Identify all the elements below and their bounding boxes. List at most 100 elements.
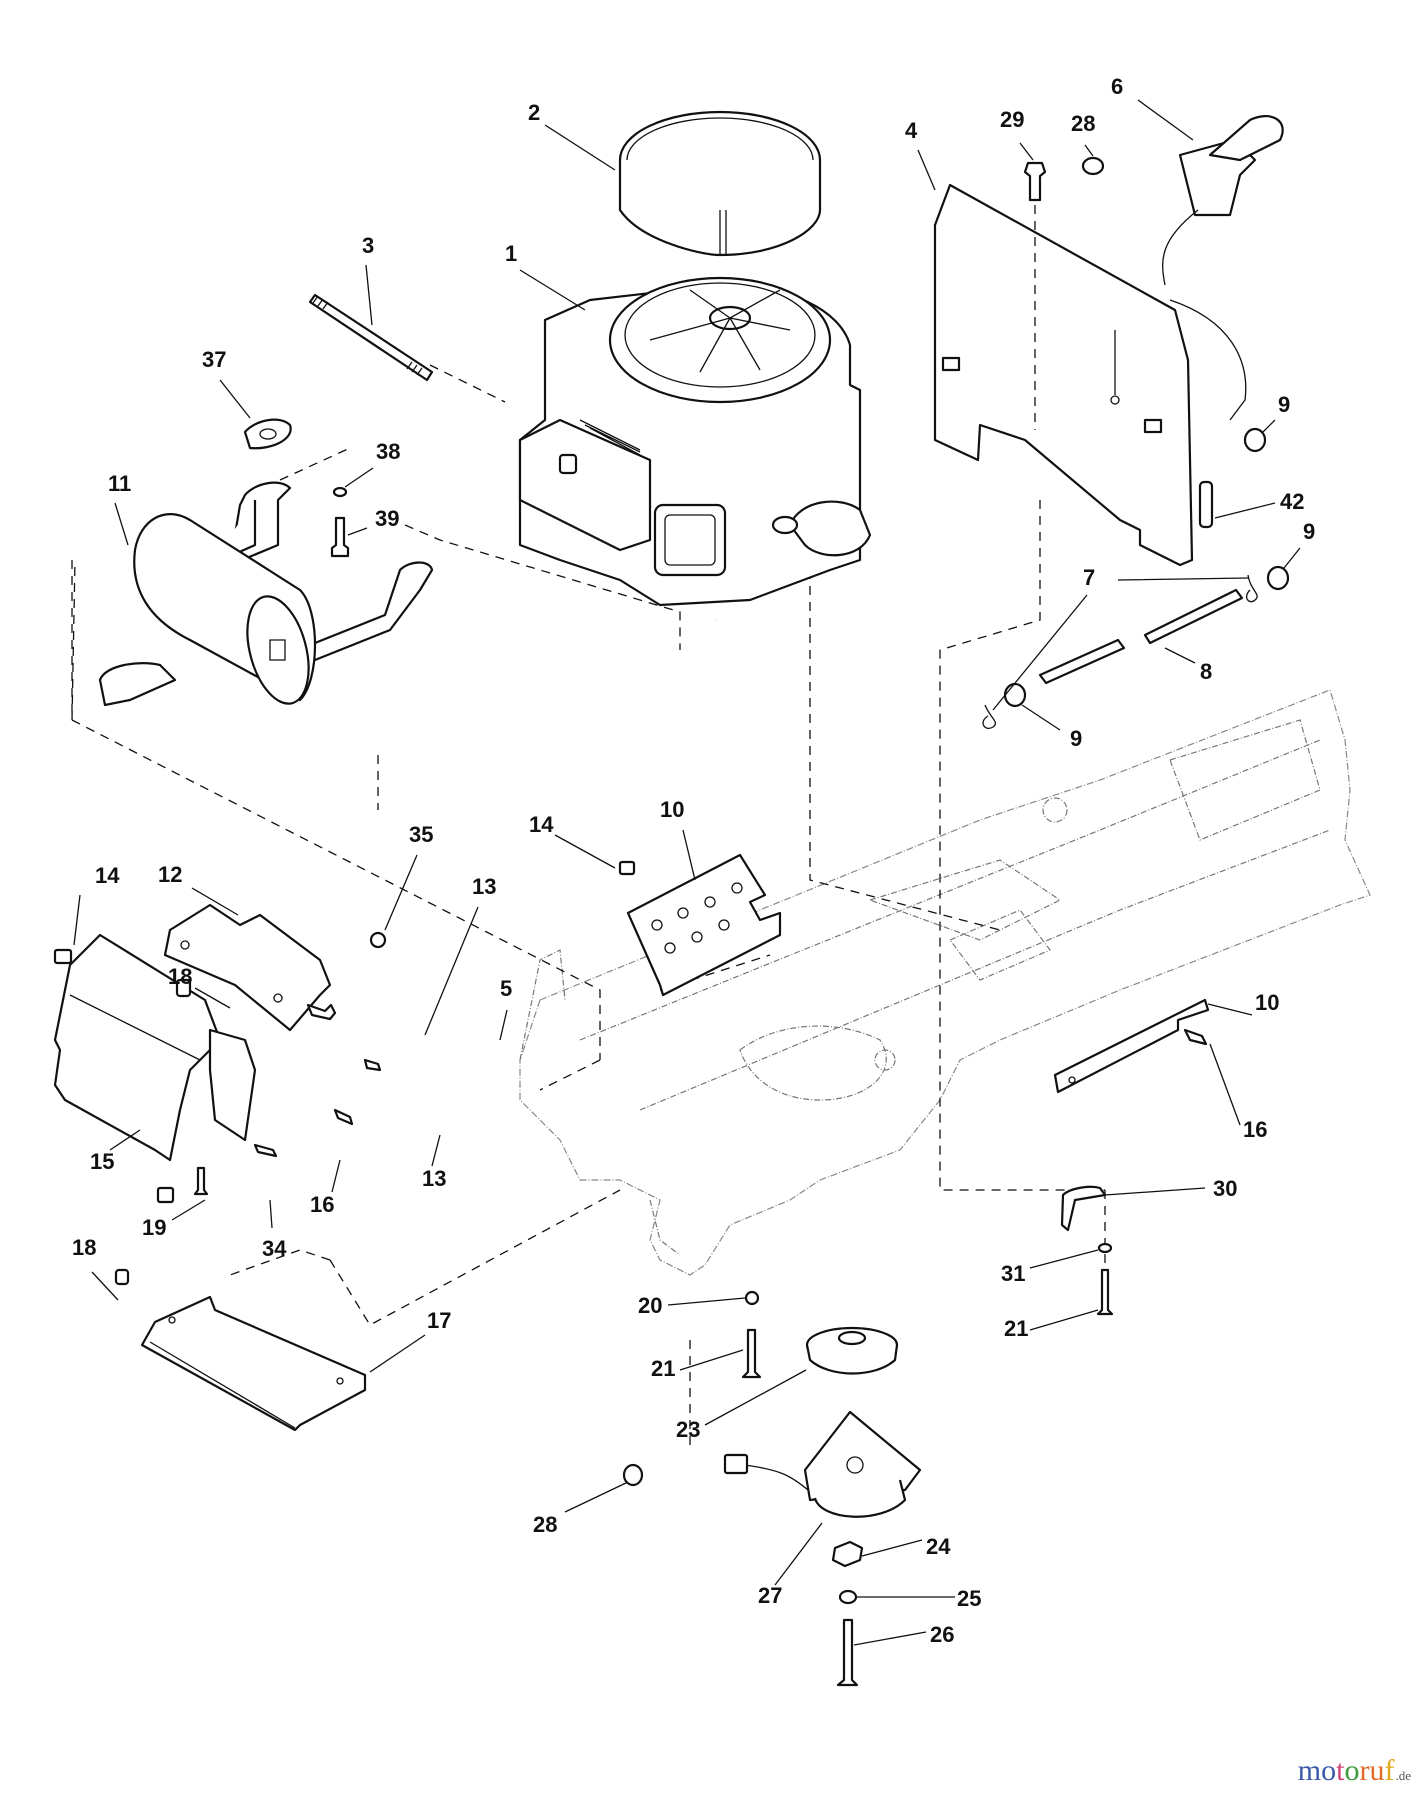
washer-25 (838, 1589, 858, 1605)
callout-18b: 18 (72, 1235, 119, 1301)
clip-nut-14-center (618, 860, 636, 876)
leader-line (431, 1134, 441, 1167)
callout-30: 30 (1104, 1176, 1237, 1201)
callout-31: 31 (1001, 1249, 1099, 1286)
callout-label: 6 (1111, 74, 1123, 99)
bolt-16-left (253, 1143, 278, 1158)
lower-shield (140, 1295, 367, 1432)
leader-line (1137, 99, 1194, 141)
leader-line (369, 1334, 426, 1373)
callout-28b: 28 (533, 1481, 629, 1537)
leader-line (774, 1522, 823, 1586)
callout-label: 14 (95, 863, 120, 888)
bolt-13-upper (306, 1003, 337, 1021)
callout-label: 11 (108, 471, 131, 496)
leader-line (73, 894, 81, 946)
leader-line (1019, 142, 1034, 161)
leader-line (544, 124, 616, 171)
leader-line (679, 1349, 744, 1371)
callout-13a: 13 (424, 874, 496, 1036)
callout-label: 9 (1303, 519, 1315, 544)
perforated-bracket (626, 853, 782, 997)
callout-label: 5 (500, 976, 512, 1001)
leader-line (1104, 1187, 1206, 1196)
callout-14b: 14 (73, 863, 120, 946)
bolt-21-right (1096, 1268, 1114, 1316)
leader-line (861, 1539, 923, 1557)
fuel-filter (1198, 480, 1214, 529)
leader-line (853, 1631, 927, 1646)
callout-label: 27 (758, 1583, 782, 1608)
callout-12: 12 (158, 862, 239, 916)
hose-clamp-9b (1266, 565, 1290, 591)
callout-label: 28 (1071, 111, 1095, 136)
throttle-control (1162, 115, 1284, 421)
leader-line (992, 577, 1249, 711)
callout-label: 18 (72, 1235, 96, 1260)
callout-label: 25 (957, 1586, 981, 1611)
callout-label: 18 (168, 964, 192, 989)
heat-shield (933, 183, 1194, 567)
callout-29: 29 (1000, 107, 1034, 161)
callout-label: 15 (90, 1149, 114, 1174)
callout-label: 31 (1001, 1261, 1025, 1286)
electric-pto-clutch (723, 1410, 922, 1518)
callout-16a: 16 (310, 1159, 341, 1217)
side-bracket (1053, 998, 1210, 1094)
leader-line (554, 834, 616, 869)
u-nut-18-lower (114, 1268, 130, 1286)
callout-9c: 9 (1021, 704, 1082, 751)
callout-21b: 21 (651, 1349, 744, 1381)
watermark-letter: m (1297, 1754, 1322, 1787)
callout-label: 30 (1213, 1176, 1237, 1201)
callout-38: 38 (344, 439, 400, 488)
callout-label: 34 (262, 1236, 287, 1261)
leader-line (1164, 647, 1196, 664)
nut-35 (369, 931, 387, 949)
callout-label: 37 (202, 347, 226, 372)
callout-label: 21 (651, 1356, 675, 1381)
callout-label: 38 (376, 439, 400, 464)
clip-nut-14-left (53, 948, 73, 965)
callout-label: 13 (422, 1166, 446, 1191)
callout-1: 1 (505, 241, 586, 311)
exhaust-gasket (243, 418, 292, 450)
leader-line (667, 1297, 746, 1306)
callout-6: 6 (1111, 74, 1194, 141)
callout-27: 27 (758, 1522, 823, 1608)
callout-39: 39 (347, 506, 399, 536)
callout-label: 4 (905, 118, 918, 143)
callout-label: 19 (142, 1215, 166, 1240)
leader-line (704, 1369, 807, 1426)
watermark-letter: t (1336, 1754, 1345, 1787)
star-washer (744, 1290, 760, 1306)
leader-line (1261, 419, 1276, 434)
callout-label: 42 (1280, 489, 1304, 514)
leader-line (331, 1159, 341, 1193)
callout-label: 1 (505, 241, 517, 266)
cable-tie-28-top (1081, 156, 1105, 176)
leader-line (191, 887, 239, 916)
callout-label: 21 (1004, 1316, 1028, 1341)
leader-line (1029, 1249, 1099, 1269)
callout-42: 42 (1214, 489, 1304, 519)
leader-line (917, 149, 936, 191)
bolt-13-lower (333, 1108, 354, 1126)
leader-line (1214, 502, 1276, 519)
leader-line (365, 264, 373, 326)
callout-11: 11 (108, 471, 131, 546)
callout-label: 7 (1083, 565, 1095, 590)
leader-line (1029, 1309, 1099, 1331)
cable-tie-28-bottom (622, 1463, 644, 1487)
callout-9a: 9 (1261, 392, 1290, 434)
callout-5: 5 (499, 976, 512, 1041)
callout-label: 9 (1278, 392, 1290, 417)
leader-line (384, 854, 418, 931)
callout-label: 39 (375, 506, 399, 531)
callout-label: 2 (528, 100, 540, 125)
air-screen-ring (618, 110, 822, 257)
watermark-letter: o (1344, 1754, 1360, 1787)
leader-line (424, 906, 479, 1036)
callout-21a: 21 (1004, 1309, 1099, 1341)
